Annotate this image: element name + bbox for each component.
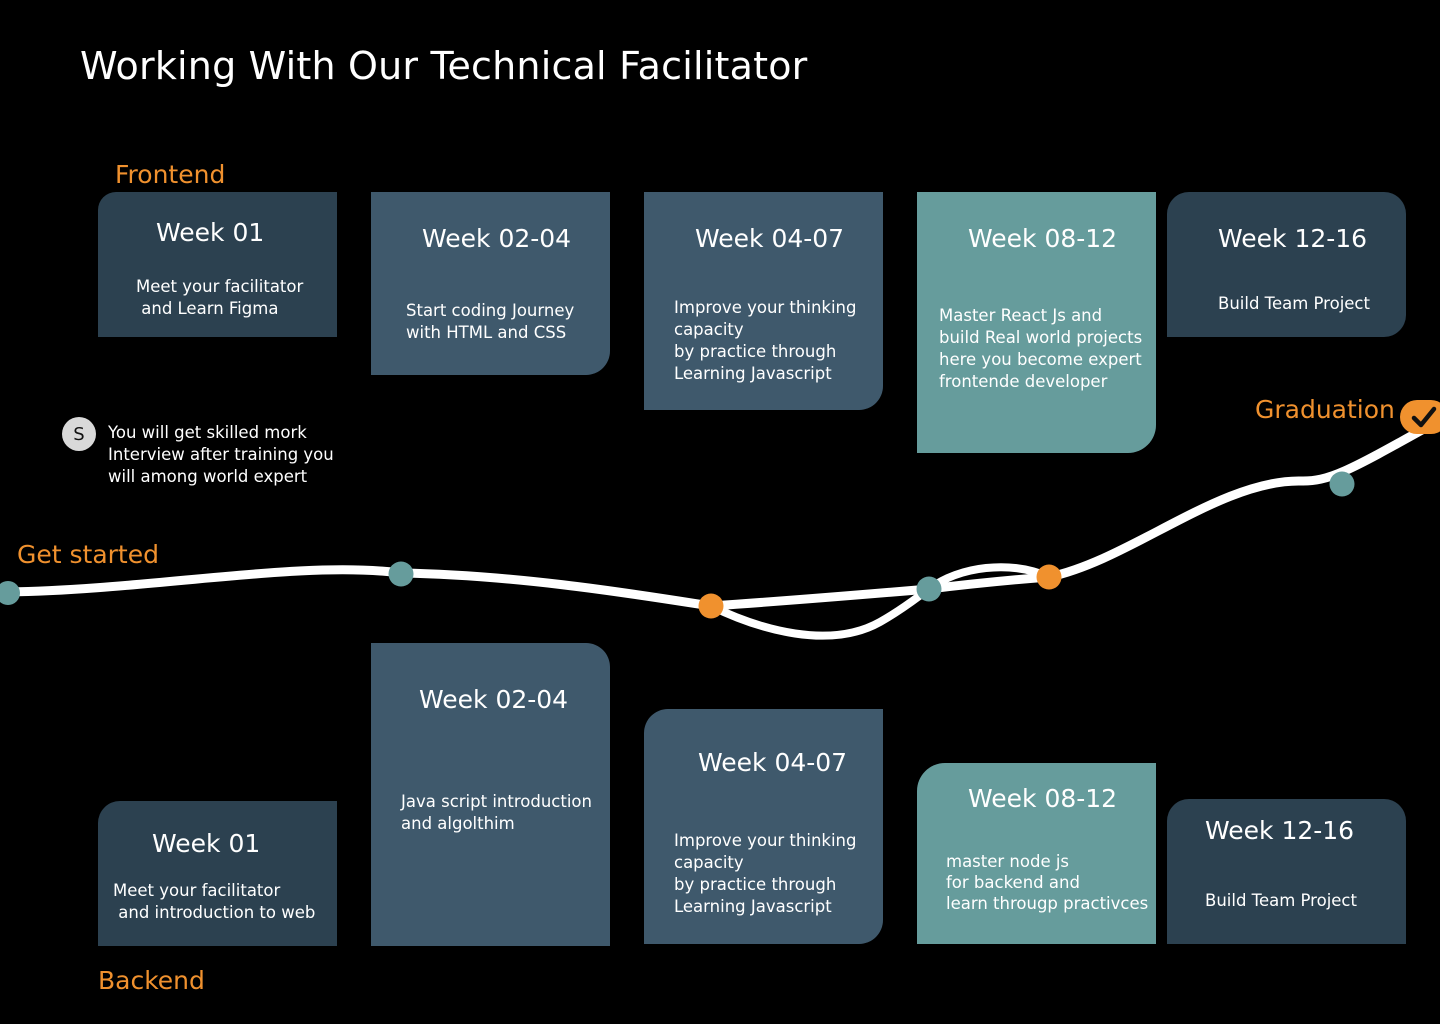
week-label: Week 04-07 [695,224,845,253]
backend-card-week-04-07: Week 04-07 Improve your thinking capacit… [644,709,883,944]
frontend-label: Frontend [115,160,226,189]
node-teal [1329,471,1355,497]
node-teal [916,576,942,602]
week-description: Meet your facilitator and introduction t… [113,881,316,922]
week-description: Build Team Project [1205,891,1357,910]
backend-card-week-08-12: Week 08-12 master node js for backend an… [917,763,1156,944]
week-label: Week 12-16 [1218,224,1368,253]
get-started-label: Get started [17,540,159,569]
avatar: S [62,417,96,451]
week-description: Meet your facilitator and Learn Figma [136,277,304,318]
graduation-label: Graduation [1255,395,1395,424]
backend-card-week-01: Week 01 Meet your facilitator and introd… [98,801,337,946]
node-orange [1036,564,1062,590]
week-description: Improve your thinking capacity by practi… [674,298,857,383]
road-loop [707,563,1053,640]
week-label: Week 02-04 [422,224,572,253]
week-label: Week 08-12 [968,784,1118,813]
page-title: Working With Our Technical Facilitator [80,44,808,88]
backend-card-week-12-16: Week 12-16 Build Team Project [1167,799,1406,944]
check-icon [1400,400,1440,434]
frontend-card-week-02-04: Week 02-04 Start coding Journey with HTM… [371,192,610,375]
week-description: Improve your thinking capacity by practi… [674,831,857,916]
week-description: master node js for backend and learn thr… [946,852,1149,913]
frontend-card-week-08-12: Week 08-12 Master React Js and build Rea… [917,192,1156,453]
week-description: Start coding Journey with HTML and CSS [406,301,575,342]
week-label: Week 01 [152,829,261,858]
week-description: Master React Js and build Real world pro… [939,306,1143,391]
week-label: Week 02-04 [419,685,569,714]
road-line [3,415,1440,611]
node-start [0,581,20,605]
week-label: Week 01 [156,218,265,247]
frontend-card-week-12-16: Week 12-16 Build Team Project [1167,192,1406,337]
mock-interview-note: You will get skilled mork Interview afte… [108,423,334,486]
week-label: Week 12-16 [1205,816,1355,845]
week-label: Week 08-12 [968,224,1118,253]
frontend-card-week-01: Week 01 Meet your facilitator and Learn … [98,192,337,337]
node-orange [698,593,724,619]
week-label: Week 04-07 [698,748,848,777]
frontend-card-week-04-07: Week 04-07 Improve your thinking capacit… [644,192,883,410]
node-teal [388,561,414,587]
week-description: Build Team Project [1218,294,1370,313]
week-description: Java script introduction and algolthim [401,792,592,833]
backend-label: Backend [98,966,205,995]
backend-card-week-02-04: Week 02-04 Java script introduction and … [371,643,610,946]
